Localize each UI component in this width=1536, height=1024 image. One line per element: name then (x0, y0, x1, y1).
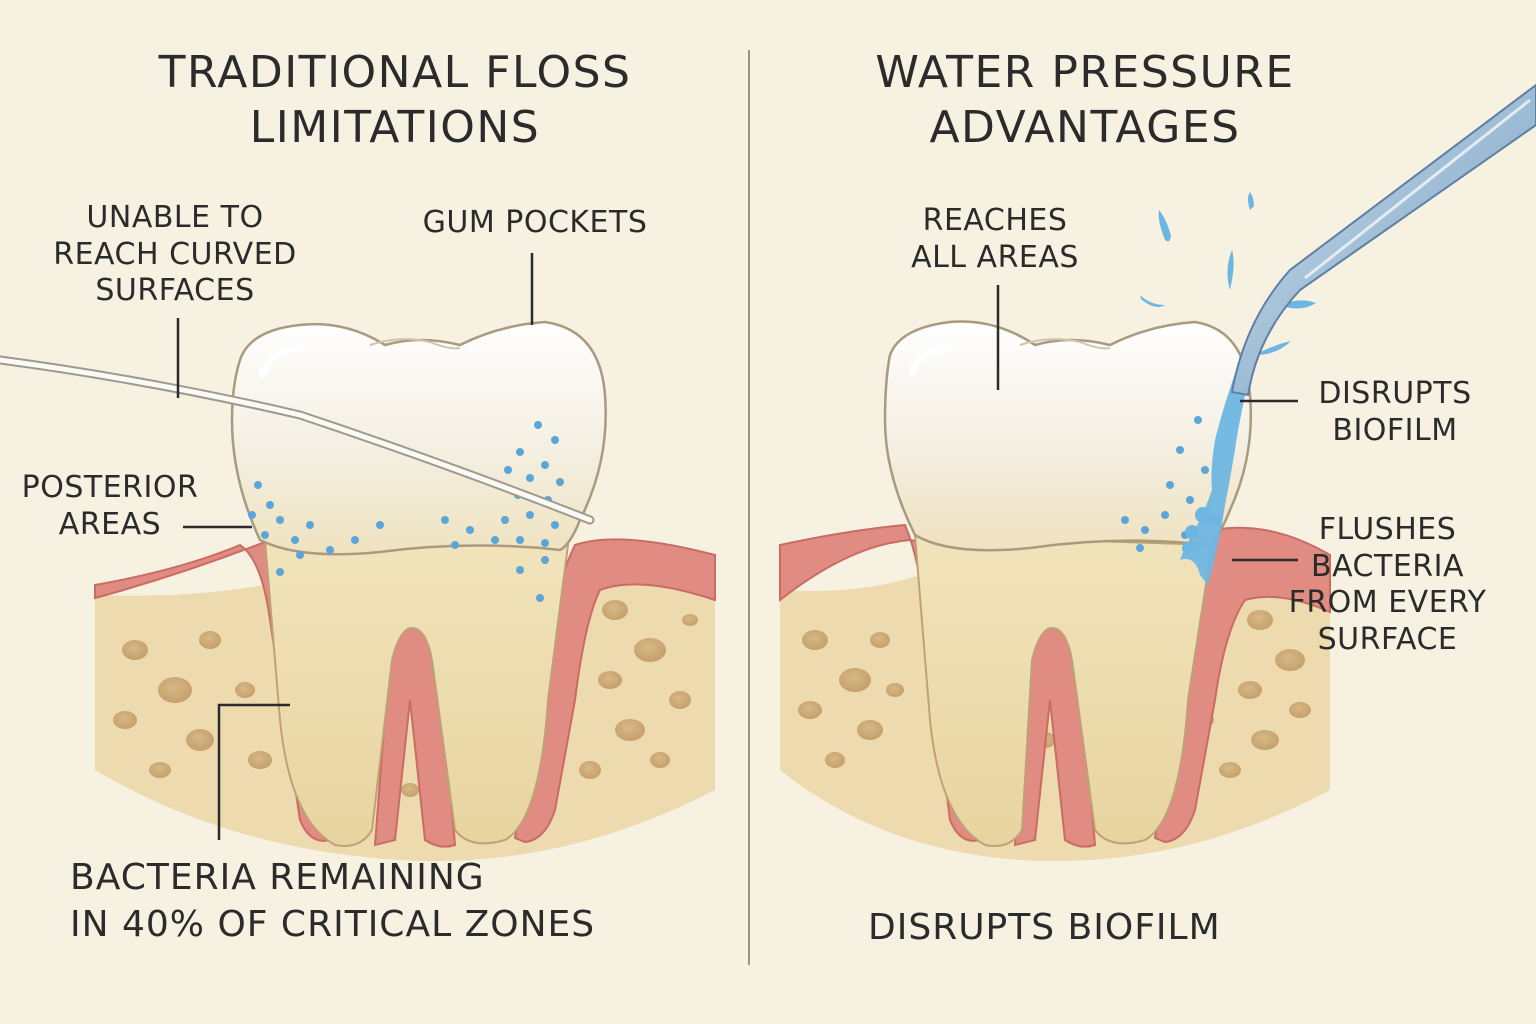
flushes-bacteria-line-2: BACTERIA (1310, 548, 1465, 584)
curved-surfaces-line-1: UNABLE TO (86, 200, 264, 235)
flushes-bacteria-label: FLUSHES BACTERIA FROM EVERY SURFACE (1275, 512, 1500, 658)
disrupts-biofilm-line-2: BIOFILM (1332, 412, 1458, 448)
left-caption: BACTERIA REMAINING IN 40% OF CRITICAL ZO… (70, 855, 710, 949)
flushes-bacteria-line-1: FLUSHES (1318, 512, 1457, 547)
left-caption-line-1: BACTERIA REMAINING (70, 857, 485, 898)
right-title-line-1: WATER PRESSURE (875, 47, 1295, 98)
flushes-bacteria-line-3: FROM EVERY (1288, 585, 1487, 621)
left-leader-lines (176, 253, 534, 840)
right-bacteria (1121, 416, 1209, 552)
right-leader-lines (996, 285, 1298, 562)
posterior-areas-line-1: POSTERIOR (21, 470, 199, 505)
right-tooth (883, 320, 1253, 847)
left-caption-line-2: IN 40% OF CRITICAL ZONES (70, 903, 596, 945)
curved-surfaces-line-2: REACH CURVED (53, 236, 297, 272)
left-bacteria (248, 421, 564, 602)
reaches-all-areas-line-2: ALL AREAS (911, 239, 1079, 275)
gum-pockets-label: GUM POCKETS (422, 205, 648, 240)
reaches-all-areas-label: REACHES ALL AREAS (880, 203, 1110, 276)
right-title-line-2: ADVANTAGES (929, 102, 1241, 153)
left-panel-title: TRADITIONAL FLOSS LIMITATIONS (95, 45, 695, 155)
left-tooth (230, 320, 607, 847)
posterior-areas-label: POSTERIOR AREAS (10, 470, 210, 543)
left-title-line-2: LIMITATIONS (249, 102, 541, 153)
water-jet (1140, 192, 1316, 585)
right-panel-title: WATER PRESSURE ADVANTAGES (800, 45, 1370, 155)
flushes-bacteria-line-4: SURFACE (1317, 621, 1458, 657)
posterior-areas-line-2: AREAS (58, 506, 162, 542)
disrupts-biofilm-label: DISRUPTS BIOFILM (1300, 376, 1490, 449)
left-title-line-1: TRADITIONAL FLOSS (158, 47, 632, 98)
right-caption: DISRUPTS BIOFILM (868, 907, 1221, 948)
curved-surfaces-line-3: SURFACES (95, 273, 255, 309)
disrupts-biofilm-line-1: DISRUPTS (1318, 376, 1472, 411)
curved-surfaces-label: UNABLE TO REACH CURVED SURFACES (30, 200, 320, 310)
reaches-all-areas-line-1: REACHES (922, 203, 1068, 238)
irrigator-nozzle (1230, 83, 1536, 397)
